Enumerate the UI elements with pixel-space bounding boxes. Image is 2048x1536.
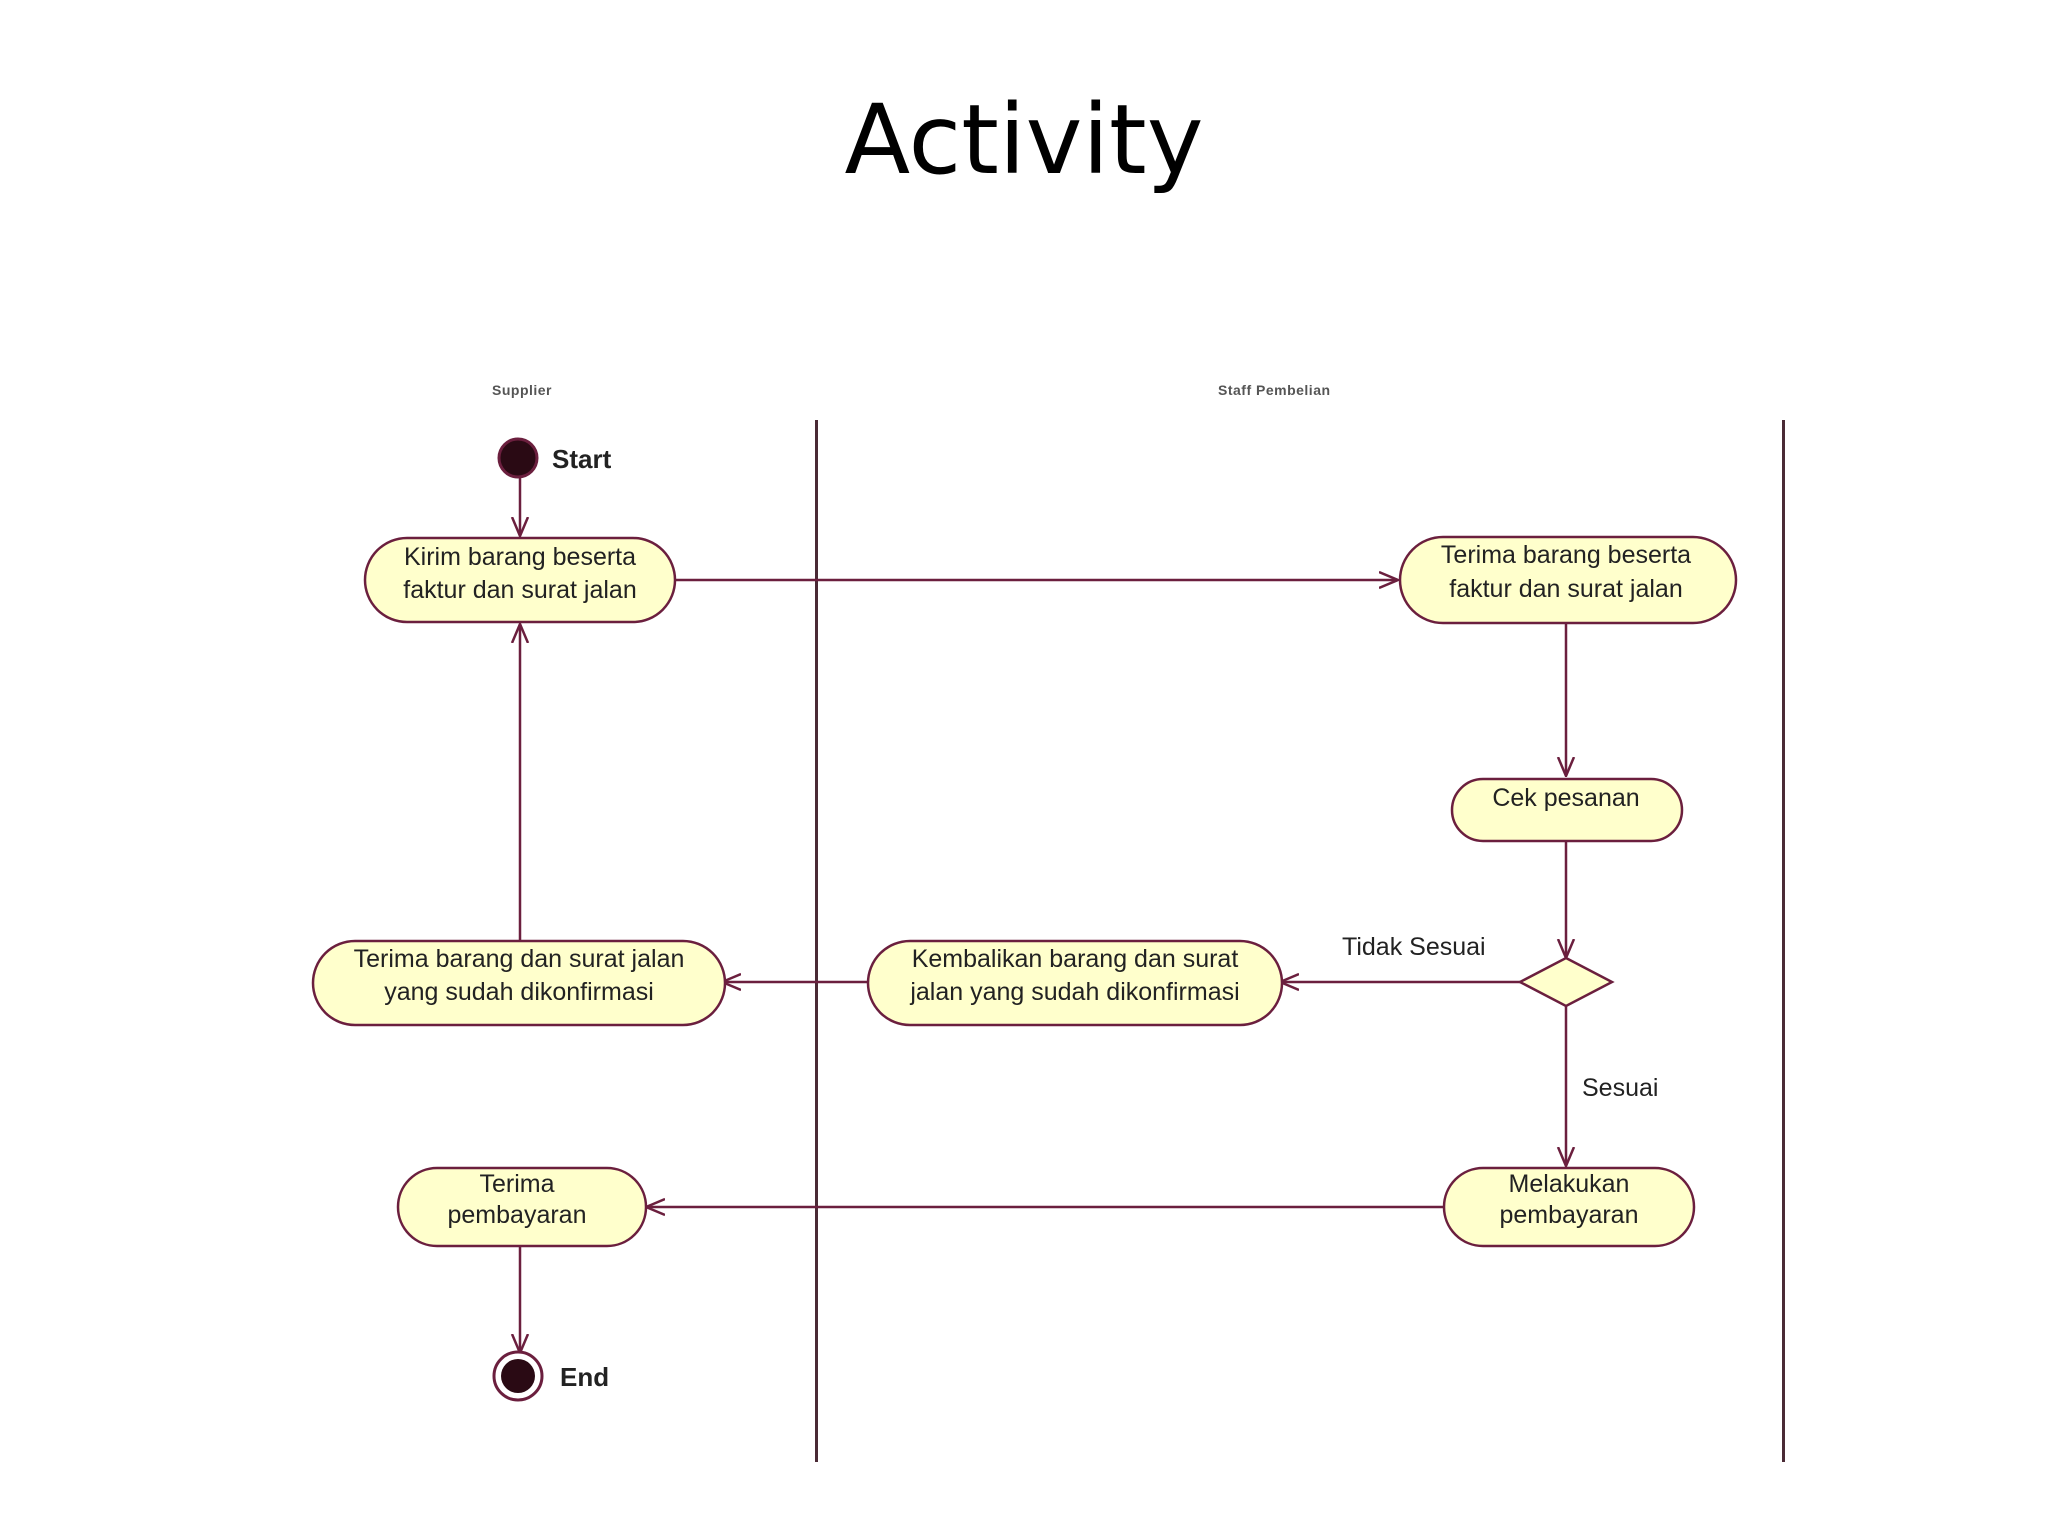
action-kembalikan-barang-line2: jalan yang sudah dikonfirmasi — [909, 978, 1239, 1006]
action-melakukan-pembayaran-line1: Melakukan — [1509, 1170, 1630, 1198]
action-kembalikan-barang-line1: Kembalikan barang dan surat — [912, 945, 1239, 973]
decision-node — [1517, 956, 1615, 1008]
end-node — [492, 1350, 544, 1402]
action-kembalikan-barang: Kembalikan barang dan surat jalan yang s… — [866, 939, 1284, 1027]
action-terima-barang-konfirmasi-line2: yang sudah dikonfirmasi — [384, 978, 654, 1006]
swimlane-header-staff-pembelian: Staff Pembelian — [1218, 382, 1331, 398]
page-title: Activity — [844, 84, 1204, 196]
action-terima-barang-konfirmasi-line1: Terima barang dan surat jalan — [354, 945, 685, 973]
action-melakukan-pembayaran-line2: pembayaran — [1500, 1201, 1639, 1229]
action-terima-barang-faktur: Terima barang beserta faktur dan surat j… — [1398, 535, 1738, 625]
end-label: End — [560, 1362, 609, 1392]
swimlane-header-supplier: Supplier — [492, 382, 553, 398]
action-terima-pembayaran-line1: Terima — [479, 1170, 554, 1198]
action-terima-barang-faktur-line2: faktur dan surat jalan — [1449, 575, 1682, 603]
action-cek-pesanan-line1: Cek pesanan — [1492, 784, 1639, 812]
action-melakukan-pembayaran: Melakukan pembayaran — [1442, 1166, 1696, 1248]
start-label: Start — [552, 444, 612, 474]
swimlane-divider-left — [815, 420, 818, 1462]
start-node — [497, 437, 539, 479]
swimlane-divider-right — [1782, 420, 1785, 1462]
guard-tidak-sesuai: Tidak Sesuai — [1342, 933, 1486, 961]
guard-sesuai: Sesuai — [1582, 1074, 1658, 1102]
action-kirim-barang-line2: faktur dan surat jalan — [403, 576, 636, 604]
action-cek-pesanan: Cek pesanan — [1450, 777, 1684, 843]
action-terima-barang-konfirmasi: Terima barang dan surat jalan yang sudah… — [311, 939, 727, 1027]
action-terima-pembayaran-line2: pembayaran — [448, 1201, 587, 1229]
action-kirim-barang-line1: Kirim barang beserta — [404, 543, 636, 571]
action-terima-pembayaran: Terima pembayaran — [396, 1166, 648, 1248]
action-kirim-barang: Kirim barang beserta faktur dan surat ja… — [363, 536, 677, 624]
action-terima-barang-faktur-line1: Terima barang beserta — [1441, 541, 1691, 569]
